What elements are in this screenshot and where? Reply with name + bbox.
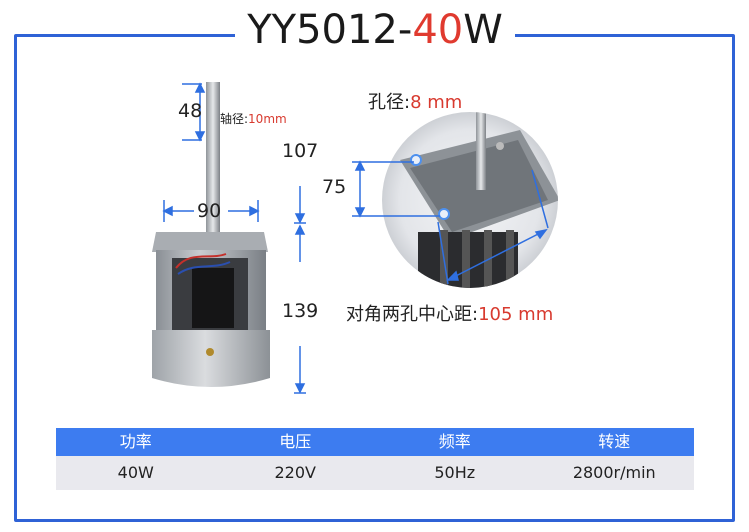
dim-upper-height (294, 186, 306, 224)
spec-table-header: 功率 电压 频率 转速 (56, 428, 694, 456)
body-height-label: 139 (282, 300, 319, 322)
shaft-length-label: 48 (178, 100, 203, 122)
value-speed: 2800r/min (572, 463, 656, 482)
spec-table-row: 40W 220V 50Hz 2800r/min (56, 456, 694, 490)
value-voltage: 220V (274, 463, 316, 482)
value-power: 40W (117, 463, 154, 482)
header-frequency: 频率 (438, 432, 471, 451)
header-power: 功率 (119, 432, 152, 451)
dim-body-height (294, 224, 306, 394)
motor-end-cap (152, 330, 270, 387)
flange-height-label: 75 (322, 176, 347, 198)
title-block: YY5012-40W (235, 6, 515, 56)
motor-shaft (206, 82, 220, 232)
dim-shaft-length (182, 82, 206, 142)
upper-height-label: 107 (282, 140, 319, 162)
spec-table: 功率 电压 频率 转速 40W 220V 50Hz 2800r/min (56, 428, 694, 490)
product-title: YY5012-40W (247, 7, 503, 53)
hole-diameter-label: 孔径:8 mm (368, 92, 463, 113)
dim-width (162, 200, 260, 222)
diagonal-distance-label: 对角两孔中心距:105 mm (346, 304, 554, 325)
dim-flange (352, 160, 549, 285)
motor-top-plate (152, 232, 268, 252)
width-label: 90 (197, 200, 222, 222)
header-voltage: 电压 (279, 432, 312, 451)
shaft-diameter-label: 轴径:10mm (220, 112, 287, 126)
header-speed: 转速 (598, 432, 631, 451)
value-frequency: 50Hz (434, 463, 476, 482)
